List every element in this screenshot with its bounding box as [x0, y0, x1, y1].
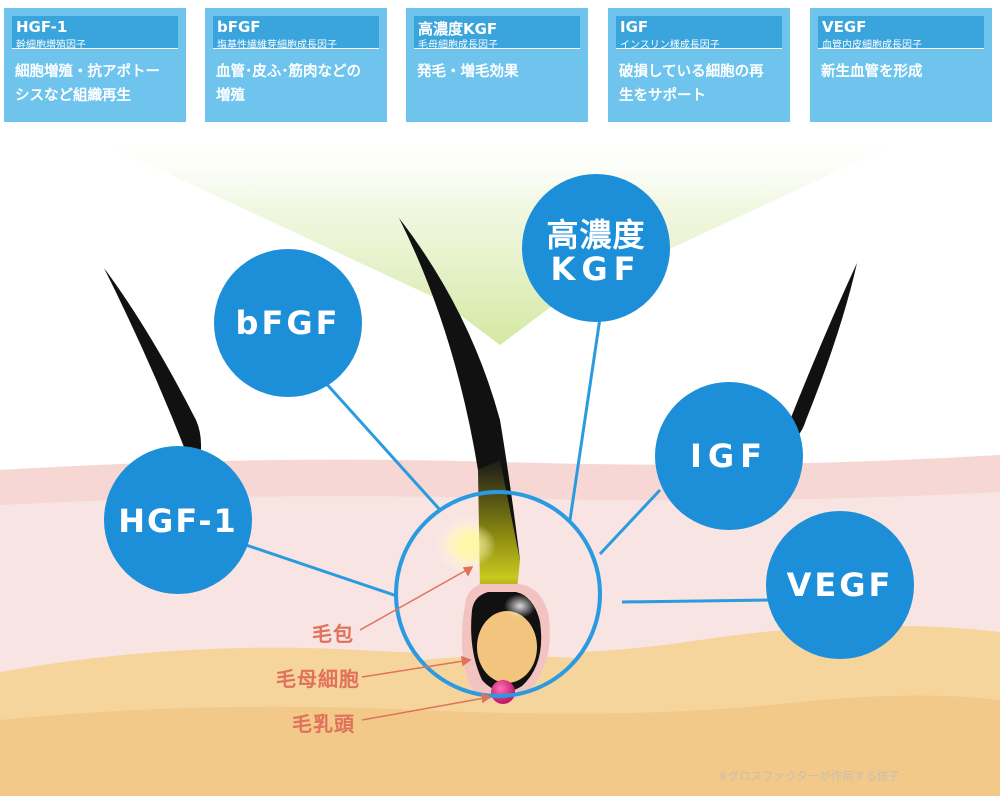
- dermal-papilla-shape: [491, 680, 515, 704]
- hair-matrix-shape: [477, 611, 537, 683]
- circle-hgf-label: HGF-1: [118, 502, 238, 540]
- hair-left: [104, 268, 202, 470]
- circle-kgf-label-1: 高濃度: [546, 216, 646, 254]
- card-subtitle: インスリン様成長因子: [620, 40, 720, 51]
- card-desc-line: 血管･皮ふ･筋肉などの: [216, 64, 361, 80]
- card-head: IGF インスリン様成長因子: [616, 16, 782, 51]
- card-kgf: 高濃度KGF 毛母細胞成長因子 発毛・増毛効果: [406, 8, 588, 122]
- card-igf: IGF インスリン様成長因子 破損している細胞の再 生をサポート: [608, 8, 790, 122]
- card-desc-line: 生をサポート: [619, 88, 706, 104]
- card-head: 高濃度KGF 毛母細胞成長因子: [414, 16, 580, 51]
- card-desc-line: 破損している細胞の再: [619, 64, 764, 80]
- circle-hgf: [104, 446, 252, 594]
- circle-bfgf-label: bFGF: [235, 304, 341, 342]
- label-matrix: 毛母細胞: [276, 667, 360, 691]
- card-head: HGF-1 幹細胞増殖因子: [12, 16, 178, 51]
- card-name: bFGF: [217, 18, 261, 36]
- connector-lines: [242, 317, 771, 604]
- card-name: 高濃度KGF: [418, 20, 498, 38]
- skin-lower-deep: [0, 695, 1000, 796]
- circle-igf-label: IGF: [689, 437, 769, 475]
- card-subtitle: 血管内皮細胞成長因子: [822, 40, 922, 51]
- circle-vegf: [766, 511, 914, 659]
- card-subtitle: 塩基性繊維芽細胞成長因子: [217, 40, 337, 51]
- card-head: VEGF 血管内皮細胞成長因子: [818, 16, 984, 51]
- card-desc-line: 細胞増殖・抗アポトー: [15, 64, 160, 80]
- card-desc-line: 発毛・増毛効果: [417, 64, 519, 80]
- circle-bfgf: [214, 249, 362, 397]
- card-description: 新生血管を形成: [821, 60, 989, 84]
- circle-igf: [655, 382, 803, 530]
- card-head: bFGF 塩基性繊維芽細胞成長因子: [213, 16, 379, 51]
- card-description: 細胞増殖・抗アポトー シスなど組織再生: [15, 60, 183, 108]
- card-desc-line: シスなど組織再生: [15, 88, 131, 104]
- footnote: ※グロスファクターが作用する様子: [718, 769, 900, 783]
- card-bfgf: bFGF 塩基性繊維芽細胞成長因子 血管･皮ふ･筋肉などの 増殖: [205, 8, 387, 122]
- card-desc-line: 増殖: [216, 88, 245, 104]
- card-subtitle: 毛母細胞成長因子: [418, 40, 498, 51]
- card-hgf: HGF-1 幹細胞増殖因子 細胞増殖・抗アポトー シスなど組織再生: [4, 8, 186, 122]
- card-desc-line: 新生血管を形成: [821, 64, 923, 80]
- delivery-arrow: [70, 128, 930, 345]
- circle-kgf: [522, 174, 670, 322]
- card-description: 発毛・増毛効果: [417, 60, 585, 84]
- card-description: 血管･皮ふ･筋肉などの 増殖: [216, 60, 384, 108]
- circle-kgf-label-2: KGF: [550, 250, 642, 288]
- card-subtitle: 幹細胞増殖因子: [16, 40, 86, 51]
- part-arrows: [359, 566, 492, 721]
- card-vegf: VEGF 血管内皮細胞成長因子 新生血管を形成: [810, 8, 992, 122]
- zoom-circle: [394, 490, 602, 698]
- card-name: IGF: [620, 18, 649, 36]
- circle-vegf-label: VEGF: [786, 566, 894, 604]
- label-follicle: 毛包: [312, 622, 354, 646]
- label-papilla: 毛乳頭: [292, 712, 355, 736]
- card-description: 破損している細胞の再 生をサポート: [619, 60, 787, 108]
- hair-right: [782, 263, 857, 448]
- card-name: VEGF: [822, 18, 867, 36]
- card-name: HGF-1: [16, 18, 68, 36]
